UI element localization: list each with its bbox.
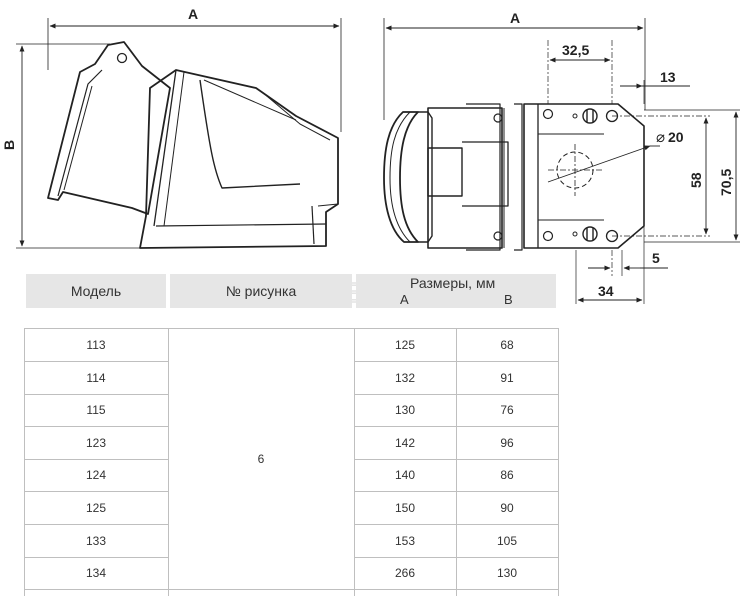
top-view	[383, 18, 740, 304]
dim-label-left-b: B	[1, 140, 17, 150]
lid-outline	[47, 41, 171, 215]
lid-hole	[116, 52, 128, 64]
dim-label-right-a: A	[510, 10, 520, 26]
svg-text:⌀: ⌀	[656, 129, 665, 146]
dim-label-phi20: 20	[668, 129, 684, 145]
dim-label-32-5: 32,5	[562, 42, 589, 58]
dim-label-left-a: A	[188, 6, 198, 22]
dim-label-58: 58	[688, 172, 704, 188]
dim-label-5: 5	[652, 250, 660, 266]
side-view	[16, 18, 342, 249]
cap-outline	[383, 111, 419, 243]
mounting-plate	[523, 103, 645, 249]
screw-top	[582, 108, 598, 124]
body-outline	[139, 69, 339, 249]
dim-label-13: 13	[660, 69, 676, 85]
screw-bottom	[582, 226, 598, 242]
dim-label-70-5: 70,5	[718, 169, 734, 196]
dim-label-34: 34	[598, 283, 614, 299]
watermark: RUS ELECTRIC	[222, 277, 463, 308]
